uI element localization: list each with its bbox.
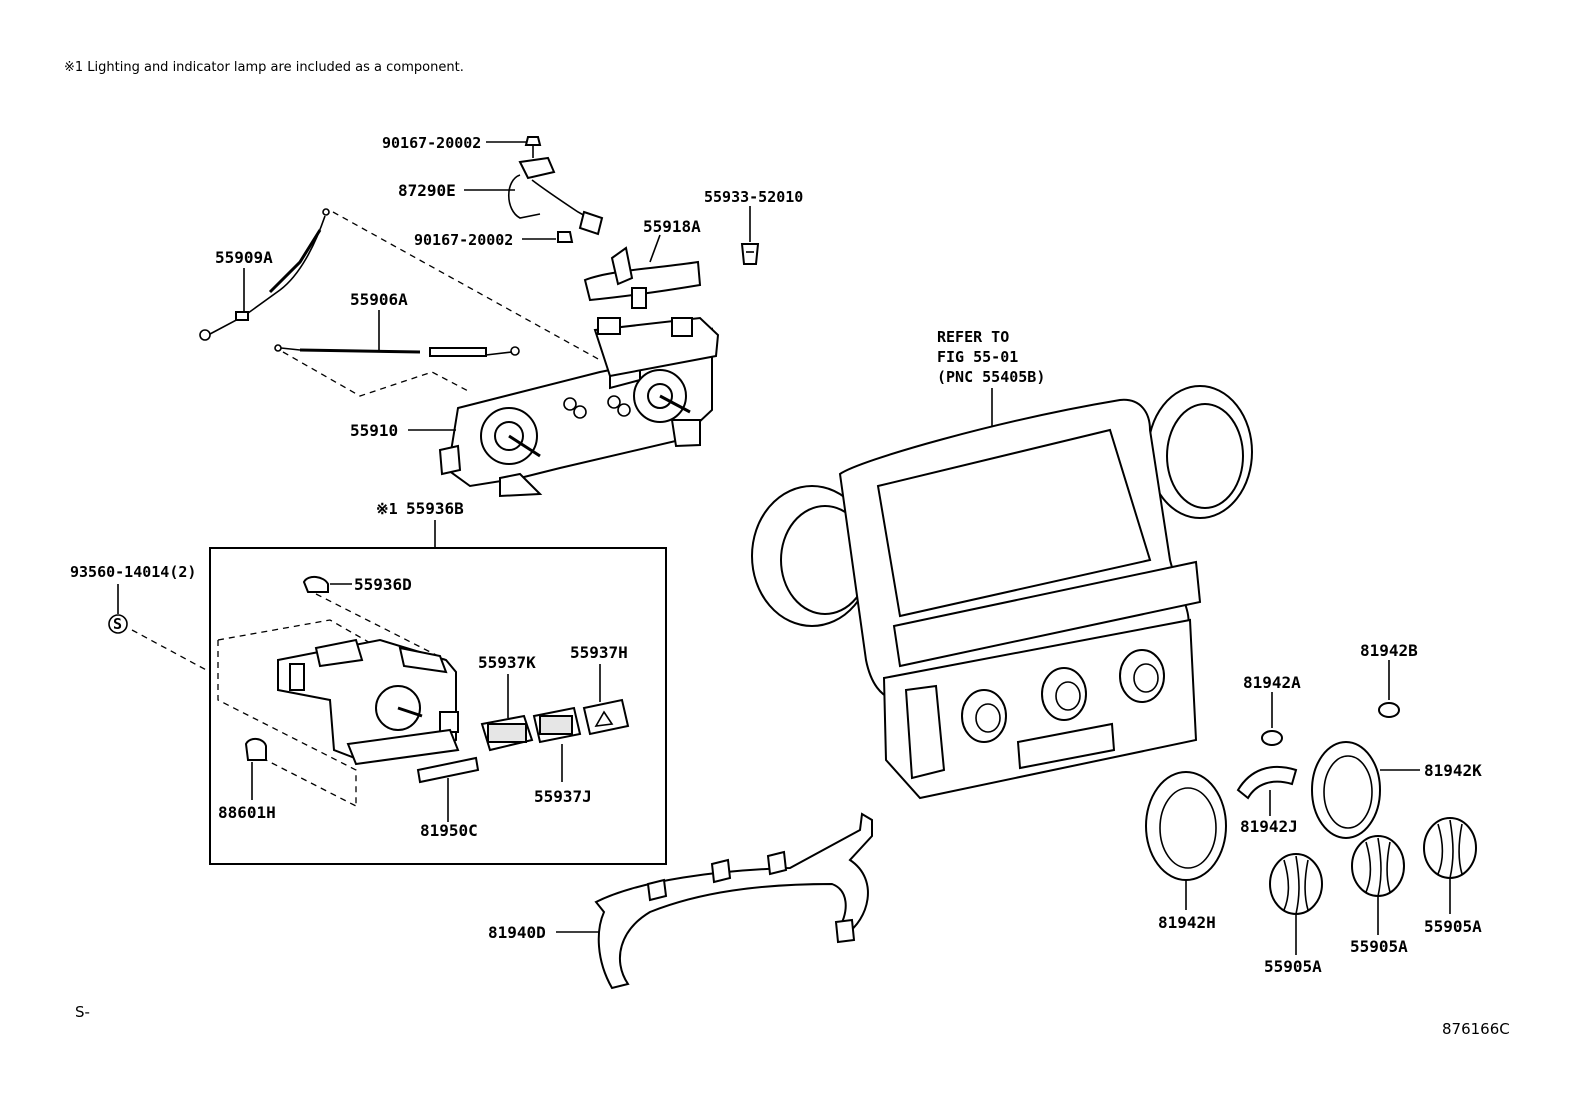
knob-55905A-2	[1351, 835, 1405, 897]
cable-55906A	[274, 344, 520, 357]
refer-line-3: (PNC 55405B)	[937, 368, 1045, 386]
screw-90167-bottom	[557, 231, 574, 243]
label-55909A: 55909A	[215, 248, 273, 267]
label-81950C: 81950C	[420, 821, 478, 840]
label-81942H: 81942H	[1158, 913, 1216, 932]
dial-plate-81942J	[1236, 765, 1298, 800]
label-55936B: 55936B	[406, 499, 464, 518]
label-55918A: 55918A	[643, 217, 701, 236]
knob-55905A-1	[1269, 853, 1323, 915]
bulb-55936D	[302, 576, 329, 593]
switch-body-55936B	[277, 638, 460, 766]
label-81942K: 81942K	[1424, 761, 1482, 780]
figure-number: 876166C	[1442, 1020, 1510, 1038]
label-55905A-1: 55905A	[1264, 957, 1322, 976]
screw-90167-top	[524, 136, 542, 158]
hazard-switch-55937H	[582, 698, 630, 736]
center-cluster-panel	[751, 385, 1253, 800]
label-93560-14014: 93560-14014(2)	[70, 563, 196, 581]
heater-control-55910	[438, 316, 720, 498]
label-81940D: 81940D	[488, 923, 546, 942]
label-55937K: 55937K	[478, 653, 536, 672]
label-88601H: 88601H	[218, 803, 276, 822]
label-81942B: 81942B	[1360, 641, 1418, 660]
dial-plate-81942K	[1311, 741, 1381, 839]
label-55905A-3: 55905A	[1424, 917, 1482, 936]
footer-left: S-	[75, 1003, 90, 1021]
clip-55933	[740, 243, 760, 265]
wire-harness-87290E	[507, 156, 604, 236]
box-marker: ※1	[376, 500, 398, 518]
bracket-81940D	[594, 812, 873, 990]
label-55933-52010: 55933-52010	[704, 188, 803, 206]
indicator-strip-81950C	[416, 756, 480, 784]
knob-55905A-3	[1423, 817, 1477, 879]
switch-55937K	[480, 714, 534, 752]
refer-line-1: REFER TO	[937, 328, 1009, 346]
bulb-88601H	[244, 738, 267, 761]
knob-lever-55918A	[583, 246, 702, 309]
label-55937J: 55937J	[534, 787, 592, 806]
ring-81942A	[1261, 730, 1283, 746]
ring-81942B	[1378, 702, 1400, 718]
label-81942A: 81942A	[1243, 673, 1301, 692]
label-87290E: 87290E	[398, 181, 456, 200]
label-55906A: 55906A	[350, 290, 408, 309]
cable-55909A	[199, 208, 330, 341]
switch-55937J	[532, 706, 582, 744]
component-note: ※1 Lighting and indicator lamp are inclu…	[64, 60, 464, 75]
assembly-box-55936B	[209, 547, 667, 865]
label-55910: 55910	[350, 421, 398, 440]
label-55937H: 55937H	[570, 643, 628, 662]
label-55936D: 55936D	[354, 575, 412, 594]
label-81942J: 81942J	[1240, 817, 1298, 836]
label-90167-20002-bottom: 90167-20002	[414, 231, 513, 249]
label-55905A-2: 55905A	[1350, 937, 1408, 956]
label-90167-20002-top: 90167-20002	[382, 134, 481, 152]
s-symbol: S	[113, 615, 122, 633]
refer-line-2: FIG 55-01	[937, 348, 1018, 366]
s-symbol-circle	[108, 614, 128, 634]
dial-plate-81942H	[1145, 771, 1227, 881]
